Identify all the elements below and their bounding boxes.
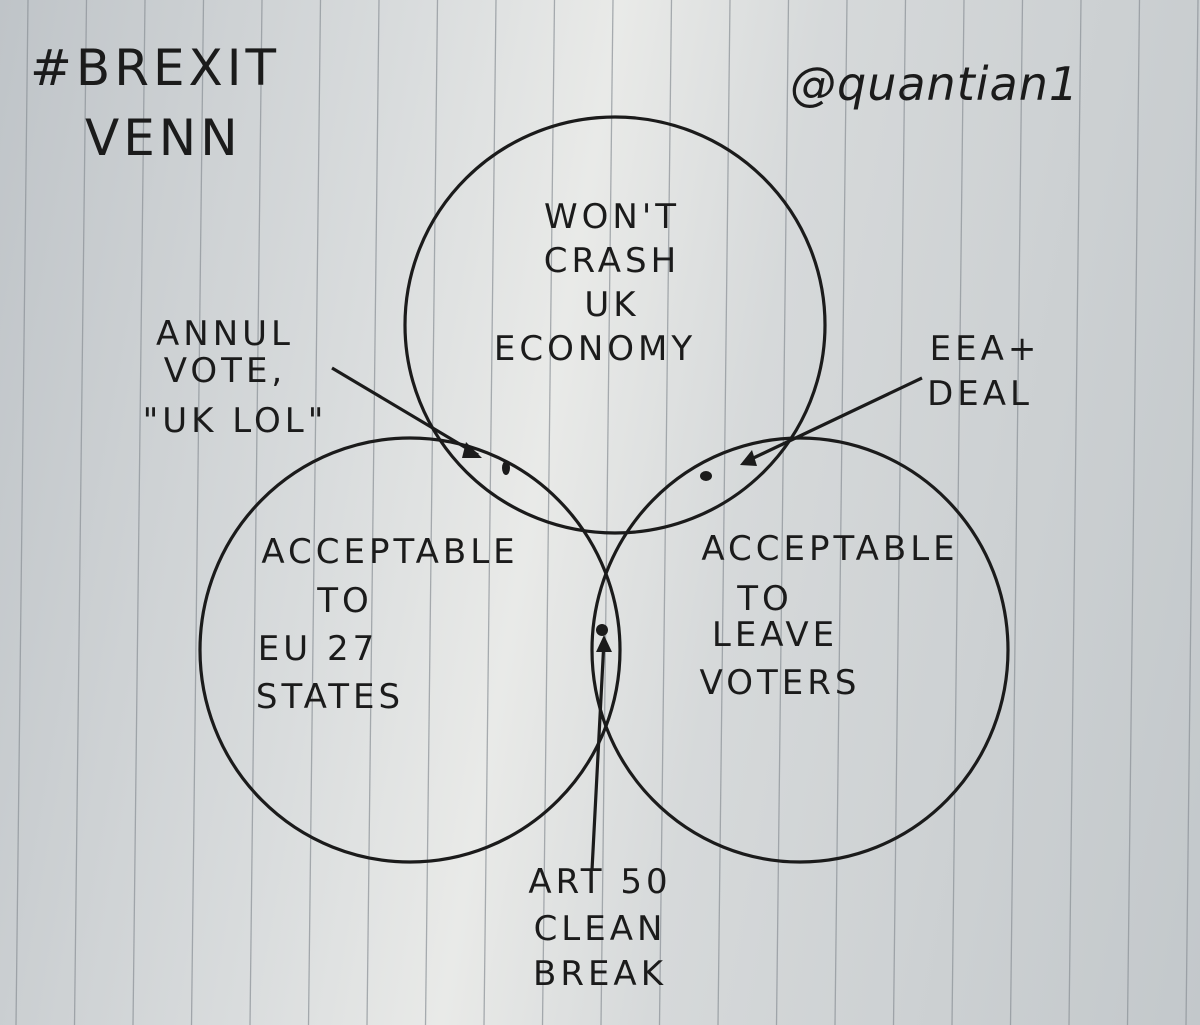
right-set-label: ACCEPTABLE xyxy=(701,529,958,569)
paper-rule-line xyxy=(600,0,614,1025)
paper-rule-line xyxy=(307,0,322,1025)
paper-rule-line xyxy=(775,0,790,1025)
annotation-eea-deal: DEAL xyxy=(927,374,1033,414)
annotation-annul-vote: ANNUL xyxy=(156,314,294,354)
arrow-annul-vote xyxy=(331,366,479,457)
paper-rule-line xyxy=(658,0,673,1025)
title-line-1: #BREXIT xyxy=(30,39,280,97)
paper-rule-line xyxy=(1068,0,1082,1025)
paper-rule-line xyxy=(424,0,439,1025)
title-line-2: VENN xyxy=(85,109,242,167)
dot-top-left-intersection xyxy=(502,461,510,475)
arrowhead-eea-deal-icon xyxy=(740,450,757,466)
paper-rule-line xyxy=(892,0,907,1025)
paper-rule-line xyxy=(834,0,848,1025)
author-handle: @quantian1 xyxy=(790,57,1079,111)
paper-rule-line xyxy=(541,0,556,1025)
paper-rule-line xyxy=(1185,0,1199,1025)
annotation-eea-deal: EEA+ xyxy=(930,329,1041,369)
top-set-label: UK xyxy=(584,285,639,325)
circle-wont-crash-uk-economy xyxy=(403,115,827,535)
paper-rule-line xyxy=(132,0,146,1025)
top-set-label: ECONOMY xyxy=(494,329,696,369)
top-set-label: WON'T xyxy=(544,197,680,237)
paper-rule-line xyxy=(249,0,263,1025)
annotation-annul-vote: "UK LOL" xyxy=(143,401,328,441)
circle-acceptable-to-leave-voters xyxy=(590,436,1010,864)
paper-rule-line xyxy=(15,0,29,1025)
paper-rule-line xyxy=(73,0,88,1025)
paper-rule-line xyxy=(1009,0,1024,1025)
left-set-label: STATES xyxy=(256,677,404,717)
dot-bottom-intersection xyxy=(596,624,608,636)
left-set-label: TO xyxy=(316,581,373,621)
arrow-eea-deal xyxy=(744,376,923,464)
dot-top-right-intersection xyxy=(700,471,712,481)
annotation-art50: CLEAN xyxy=(534,909,667,949)
paper-rule-line xyxy=(1126,0,1141,1025)
paper-rule-line xyxy=(483,0,497,1025)
left-set-label: EU 27 xyxy=(258,629,378,669)
right-set-label: TO xyxy=(736,579,793,619)
arrowhead-art50-icon xyxy=(596,635,612,652)
top-set-label: CRASH xyxy=(544,241,680,281)
arrowhead-annul-vote-icon xyxy=(462,442,482,458)
left-set-label: ACCEPTABLE xyxy=(261,532,518,572)
paper-rule-line xyxy=(366,0,380,1025)
annotation-annul-vote: VOTE, xyxy=(164,351,286,391)
arrow-art50 xyxy=(590,639,606,871)
right-set-label: VOTERS xyxy=(700,663,861,703)
annotation-art50: BREAK xyxy=(533,954,667,994)
paper-rule-line xyxy=(190,0,205,1025)
paper-rule-line xyxy=(717,0,731,1025)
circle-acceptable-to-eu27 xyxy=(198,436,622,864)
annotation-art50: ART 50 xyxy=(528,862,671,902)
right-set-label: LEAVE xyxy=(712,615,838,655)
